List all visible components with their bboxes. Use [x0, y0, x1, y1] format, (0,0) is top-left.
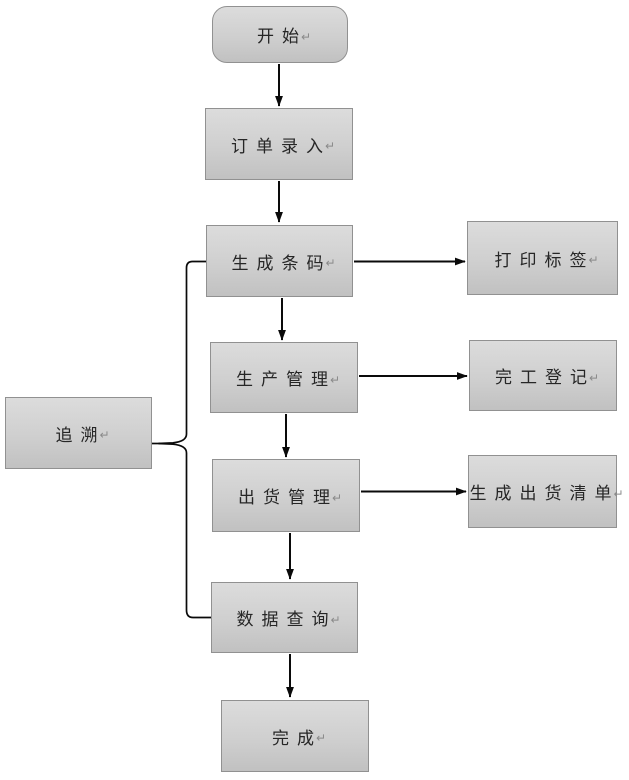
- node-traceability-label: 追溯: [55, 425, 106, 446]
- return-mark-icon: ↵: [329, 372, 341, 387]
- node-print-label-label: 打印标签: [494, 250, 595, 271]
- return-mark-icon: ↵: [324, 139, 336, 153]
- node-generate-barcode-label: 生成条码: [231, 253, 332, 274]
- node-start[interactable]: 开始↵: [212, 6, 348, 63]
- return-mark-icon: ↵: [331, 490, 343, 505]
- node-order-entry-label: 订单录入: [230, 136, 331, 157]
- node-generate-shipment-list-label: 生成出货清单: [469, 484, 620, 504]
- return-mark-icon: ↵: [588, 253, 599, 267]
- return-mark-icon: ↵: [325, 256, 336, 270]
- node-generate-shipment-list[interactable]: 生成出货清单↵: [468, 455, 624, 528]
- node-data-query-label: 数据查询: [236, 610, 337, 630]
- node-production-management-label: 生产管理: [235, 370, 336, 390]
- node-production-management[interactable]: 生产管理↵: [210, 342, 358, 413]
- node-print-label[interactable]: 打印标签↵: [467, 221, 618, 295]
- trace-brace-upper: [158, 260, 206, 445]
- node-shipment-management-label: 出货管理: [237, 488, 338, 508]
- return-mark-icon: ↵: [330, 612, 341, 627]
- node-completion-registration[interactable]: 完工登记↵: [469, 340, 617, 411]
- node-finish[interactable]: 完成↵: [221, 700, 369, 772]
- node-shipment-management[interactable]: 出货管理↵: [212, 459, 360, 532]
- node-traceability[interactable]: 追溯↵: [5, 397, 152, 469]
- node-start-label: 开始: [256, 27, 307, 47]
- return-mark-icon: ↵: [300, 29, 312, 44]
- return-mark-icon: ↵: [613, 486, 624, 501]
- node-generate-barcode[interactable]: 生成条码↵: [206, 225, 353, 297]
- return-mark-icon: ↵: [588, 370, 600, 385]
- return-mark-icon: ↵: [99, 428, 110, 442]
- node-data-query[interactable]: 数据查询↵: [211, 582, 358, 653]
- return-mark-icon: ↵: [315, 731, 327, 745]
- node-completion-registration-label: 完工登记: [494, 368, 595, 388]
- trace-brace-lower: [158, 442, 212, 619]
- node-order-entry[interactable]: 订单录入↵: [205, 108, 353, 180]
- node-finish-label: 完成: [271, 728, 322, 749]
